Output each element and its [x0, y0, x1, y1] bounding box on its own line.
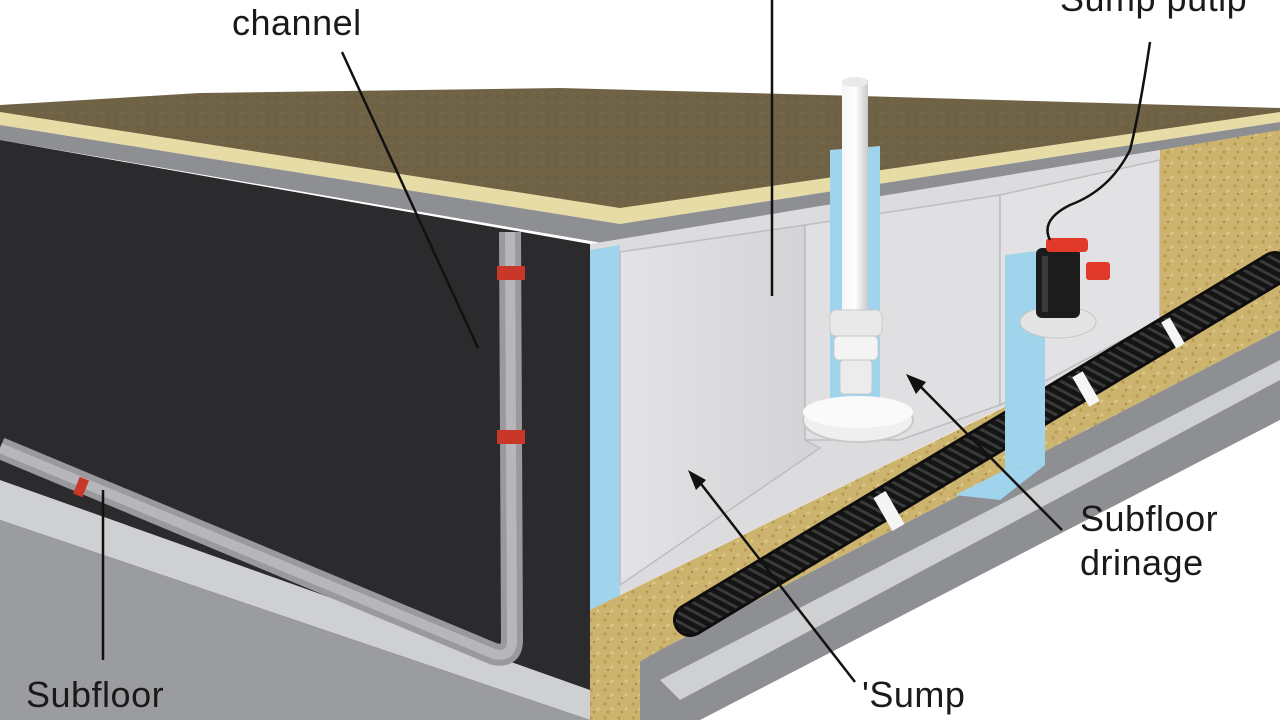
- sump-fitting: [833, 335, 879, 361]
- pump-cap: [1046, 238, 1088, 252]
- corner-blue-strip: [590, 245, 620, 615]
- pump-blue-sleeve: [1005, 250, 1045, 470]
- pipe-clip: [1072, 371, 1100, 407]
- pipe-joint: [72, 476, 90, 498]
- corner-gravel: [590, 605, 640, 720]
- slab-top-surface: [0, 88, 1280, 212]
- left-floor-grey: [0, 480, 590, 720]
- sump-vertical-pipe: [842, 80, 868, 320]
- arrowhead-subfloor-drainage: [906, 374, 926, 394]
- left-floor-dark: [0, 520, 590, 720]
- floor-slab: [0, 88, 1280, 246]
- drainage-channel-pipe: [0, 231, 525, 666]
- pump-float-switch: [1086, 262, 1110, 280]
- slab-grey-band: [0, 122, 1280, 246]
- label-subfloor-left: Subfloor: [26, 674, 165, 715]
- label-sump: 'Sump: [862, 674, 966, 715]
- leader-lines: [101, 0, 1063, 683]
- sump-fitting: [829, 309, 883, 337]
- leader-subfloor-drainage: [917, 383, 1063, 531]
- label-subfloor-drainage-line2: drinage: [1080, 542, 1204, 583]
- subfloor-drainage-pipe: [673, 251, 1280, 637]
- label-sump-pump: Sump putip: [1060, 0, 1247, 20]
- sump-pump-unit: [955, 41, 1152, 500]
- label-channel: channel: [232, 2, 362, 43]
- sump-fitting: [839, 359, 873, 395]
- pipe-joint: [497, 430, 525, 444]
- pipe-clip: [873, 491, 905, 531]
- sump-unit: [802, 77, 914, 443]
- pump-blue-base: [955, 465, 1045, 500]
- arrowhead-sump: [688, 470, 706, 490]
- trench-grey-lower: [590, 330, 1280, 720]
- leader-sump: [697, 479, 856, 683]
- left-wall: [0, 140, 590, 720]
- pipe-joint: [497, 266, 525, 280]
- trench-light-lower: [660, 360, 1280, 700]
- label-subfloor-drainage-line1: Subfloor: [1080, 498, 1219, 539]
- membrane-panel-left: [619, 224, 822, 587]
- pump-cable: [1046, 41, 1152, 241]
- pipe-clip: [1161, 317, 1185, 349]
- leader-channel: [340, 51, 480, 349]
